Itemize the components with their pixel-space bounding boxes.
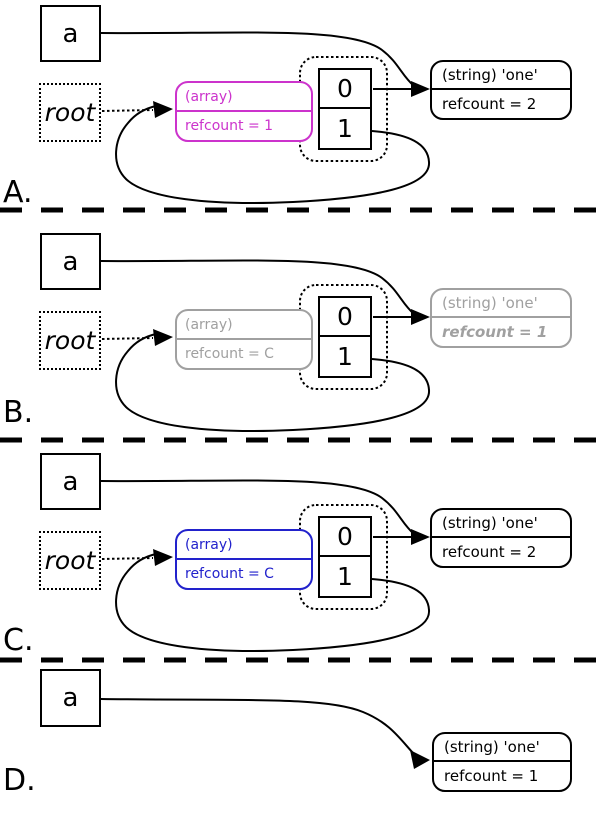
- panel-label-c: C.: [3, 623, 34, 658]
- string-record: (string) 'one' refcount = 1: [430, 288, 572, 348]
- panel-label-b: B.: [3, 395, 34, 430]
- panel-label-d: D.: [3, 763, 36, 798]
- variable-label: a: [62, 466, 79, 497]
- string-type-label: (string) 'one': [432, 62, 570, 90]
- a-to-string-line: [100, 31, 415, 87]
- string-type-label: (string) 'one': [432, 510, 570, 538]
- index-cell-1: 1: [337, 114, 353, 143]
- string-refcount-label: refcount = 2: [442, 543, 537, 561]
- array-index-cells: 0 1: [318, 296, 372, 378]
- cell1-self-loop: [115, 333, 431, 432]
- cell1-self-loop: [115, 105, 431, 204]
- array-type-label: (array): [177, 311, 311, 340]
- index-cell-0: 0: [320, 518, 370, 557]
- root-label: root: [44, 326, 96, 355]
- string-type-label: (string) 'one': [434, 734, 570, 762]
- root-label: root: [44, 98, 96, 127]
- string-type-label: (string) 'one': [432, 290, 570, 318]
- cell1-self-loop: [115, 553, 431, 652]
- array-type-label: (array): [177, 83, 311, 112]
- variable-box: a: [40, 5, 101, 62]
- array-record: (array) refcount = C: [175, 309, 313, 370]
- index-cell-0: 0: [320, 298, 370, 337]
- string-refcount-label: refcount = 2: [442, 95, 537, 113]
- root-box: root: [39, 311, 101, 370]
- index-cell-0: 0: [320, 70, 370, 109]
- a-to-string-line: [100, 698, 414, 754]
- array-refcount-label: refcount = C: [185, 346, 274, 362]
- root-to-array-dotted-line: [101, 337, 154, 340]
- variable-box: a: [40, 233, 101, 290]
- string-refcount-label: refcount = 1: [444, 767, 539, 785]
- array-index-cells: 0 1: [318, 516, 372, 598]
- variable-box: a: [40, 453, 101, 510]
- string-arrowhead-icon: [411, 309, 430, 325]
- array-index-cells: 0 1: [318, 68, 372, 150]
- a-to-string-line: [100, 259, 415, 315]
- string-arrowhead-icon: [410, 750, 430, 769]
- string-record: (string) 'one' refcount = 2: [430, 60, 572, 120]
- variable-label: a: [62, 246, 79, 277]
- string-arrowhead-icon: [411, 81, 430, 97]
- string-record: (string) 'one' refcount = 1: [432, 732, 572, 792]
- index-cell-1: 1: [337, 342, 353, 371]
- array-record: (array) refcount = 1: [175, 81, 313, 142]
- array-type-label: (array): [177, 531, 311, 560]
- string-record: (string) 'one' refcount = 2: [430, 508, 572, 568]
- string-arrowhead-icon: [411, 529, 430, 545]
- variable-box: a: [40, 669, 101, 727]
- root-box: root: [39, 531, 101, 590]
- a-to-string-line: [100, 479, 415, 535]
- array-arrowhead-icon: [153, 549, 173, 566]
- array-arrowhead-icon: [153, 101, 173, 118]
- root-to-array-dotted-line: [101, 109, 154, 112]
- index-cell-1: 1: [337, 562, 353, 591]
- array-arrowhead-icon: [153, 329, 173, 346]
- variable-label: a: [62, 683, 79, 713]
- root-box: root: [39, 83, 101, 142]
- root-to-array-dotted-line: [101, 557, 154, 560]
- array-refcount-label: refcount = 1: [185, 118, 274, 134]
- root-label: root: [44, 546, 96, 575]
- panel-label-a: A.: [3, 175, 33, 210]
- array-refcount-label: refcount = C: [185, 566, 274, 582]
- array-record: (array) refcount = C: [175, 529, 313, 590]
- variable-label: a: [62, 18, 79, 49]
- string-refcount-label: refcount = 1: [442, 323, 548, 341]
- panel-d-connectors: [100, 698, 430, 769]
